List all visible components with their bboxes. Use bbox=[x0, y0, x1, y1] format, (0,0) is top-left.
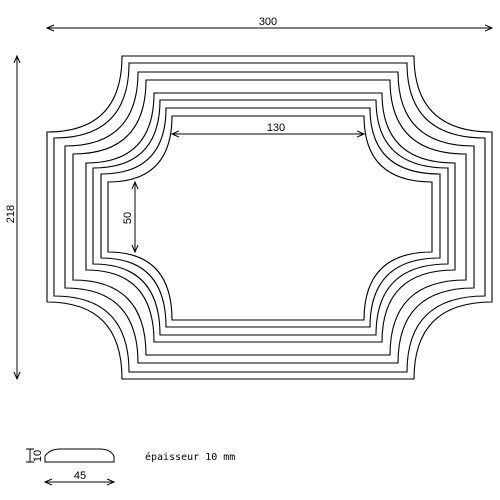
frame-moulding bbox=[46, 55, 493, 380]
profile-width-label: 45 bbox=[74, 470, 86, 482]
opening-width-label: 130 bbox=[267, 122, 285, 134]
frame-ring-6 bbox=[92, 99, 449, 336]
frame-ring-4 bbox=[72, 79, 467, 356]
frame-ring-1 bbox=[46, 55, 493, 380]
profile-shape bbox=[44, 448, 115, 463]
frame-ring-7 bbox=[100, 107, 441, 328]
overall-width-dimension: 300 bbox=[47, 16, 492, 28]
opening-height-label: 50 bbox=[122, 212, 134, 224]
overall-width-label: 300 bbox=[259, 16, 277, 28]
opening-height-dimension: 50 bbox=[122, 182, 135, 252]
frame-opening bbox=[107, 115, 433, 321]
frame-ring-2 bbox=[53, 62, 486, 373]
frame-ring-5 bbox=[85, 92, 456, 343]
opening-width-dimension: 130 bbox=[172, 122, 364, 134]
overall-height-label: 218 bbox=[5, 205, 17, 223]
frame-ring-3 bbox=[64, 71, 475, 364]
profile-section: 10 45 bbox=[26, 448, 115, 482]
overall-height-dimension: 218 bbox=[5, 56, 17, 379]
profile-height-label: 10 bbox=[32, 450, 44, 462]
thickness-note: épaisseur 10 mm bbox=[145, 451, 235, 463]
